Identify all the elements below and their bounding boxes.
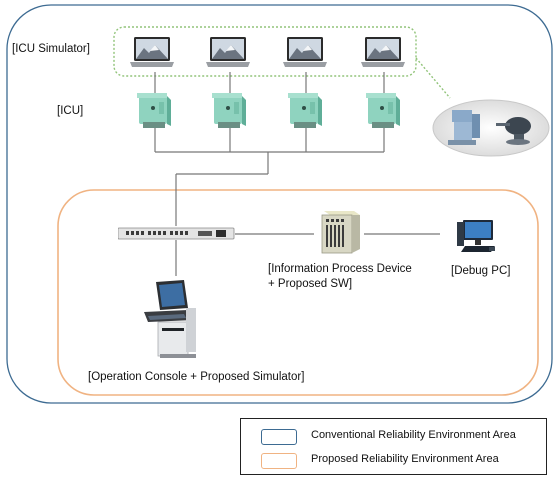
legend-swatch-conventional: [261, 429, 297, 445]
icu-unit-icon[interactable]: [137, 92, 173, 135]
laptop-icon[interactable]: [281, 36, 329, 77]
simulator-to-icu-wires: [154, 72, 385, 94]
info-device-label-line1: [Information Process Device: [268, 263, 412, 275]
operation-console-label: [Operation Console + Proposed Simulator]: [88, 371, 305, 383]
laptop-icon[interactable]: [359, 36, 407, 77]
debug-pc-label: [Debug PC]: [451, 265, 511, 277]
legend-label-conventional: Conventional Reliability Environment Are…: [311, 429, 516, 441]
laptop-icon[interactable]: [204, 36, 252, 77]
proposed-area-outline: [57, 189, 539, 396]
laptop-icon[interactable]: [128, 36, 176, 77]
info-device-label-line2: + Proposed SW]: [268, 278, 353, 290]
desktop-pc-icon[interactable]: [455, 216, 499, 261]
icu-label: [ICU]: [57, 105, 84, 117]
icu-simulator-group-outline: [113, 26, 417, 77]
icu-bus-wires: [154, 128, 385, 226]
radar-equipment-icon[interactable]: [430, 96, 552, 165]
legend: Conventional Reliability Environment Are…: [240, 418, 547, 475]
icu-unit-icon[interactable]: [212, 92, 248, 135]
legend-item-conventional: Conventional Reliability Environment Are…: [241, 424, 546, 448]
icu-unit-icon[interactable]: [366, 92, 402, 135]
legend-swatch-proposed: [261, 453, 297, 469]
operation-console-icon[interactable]: [138, 278, 206, 365]
simulator-to-radar-link: [415, 57, 451, 99]
icu-unit-icon[interactable]: [288, 92, 324, 135]
icu-simulator-label: [ICU Simulator]: [12, 43, 90, 55]
legend-item-proposed: Proposed Reliability Environment Area: [241, 448, 546, 472]
server-icon[interactable]: [314, 209, 364, 262]
network-switch-icon[interactable]: [117, 226, 236, 247]
switch-wires: [175, 233, 440, 276]
conventional-area-outline: [6, 4, 553, 404]
legend-label-proposed: Proposed Reliability Environment Area: [311, 453, 499, 465]
